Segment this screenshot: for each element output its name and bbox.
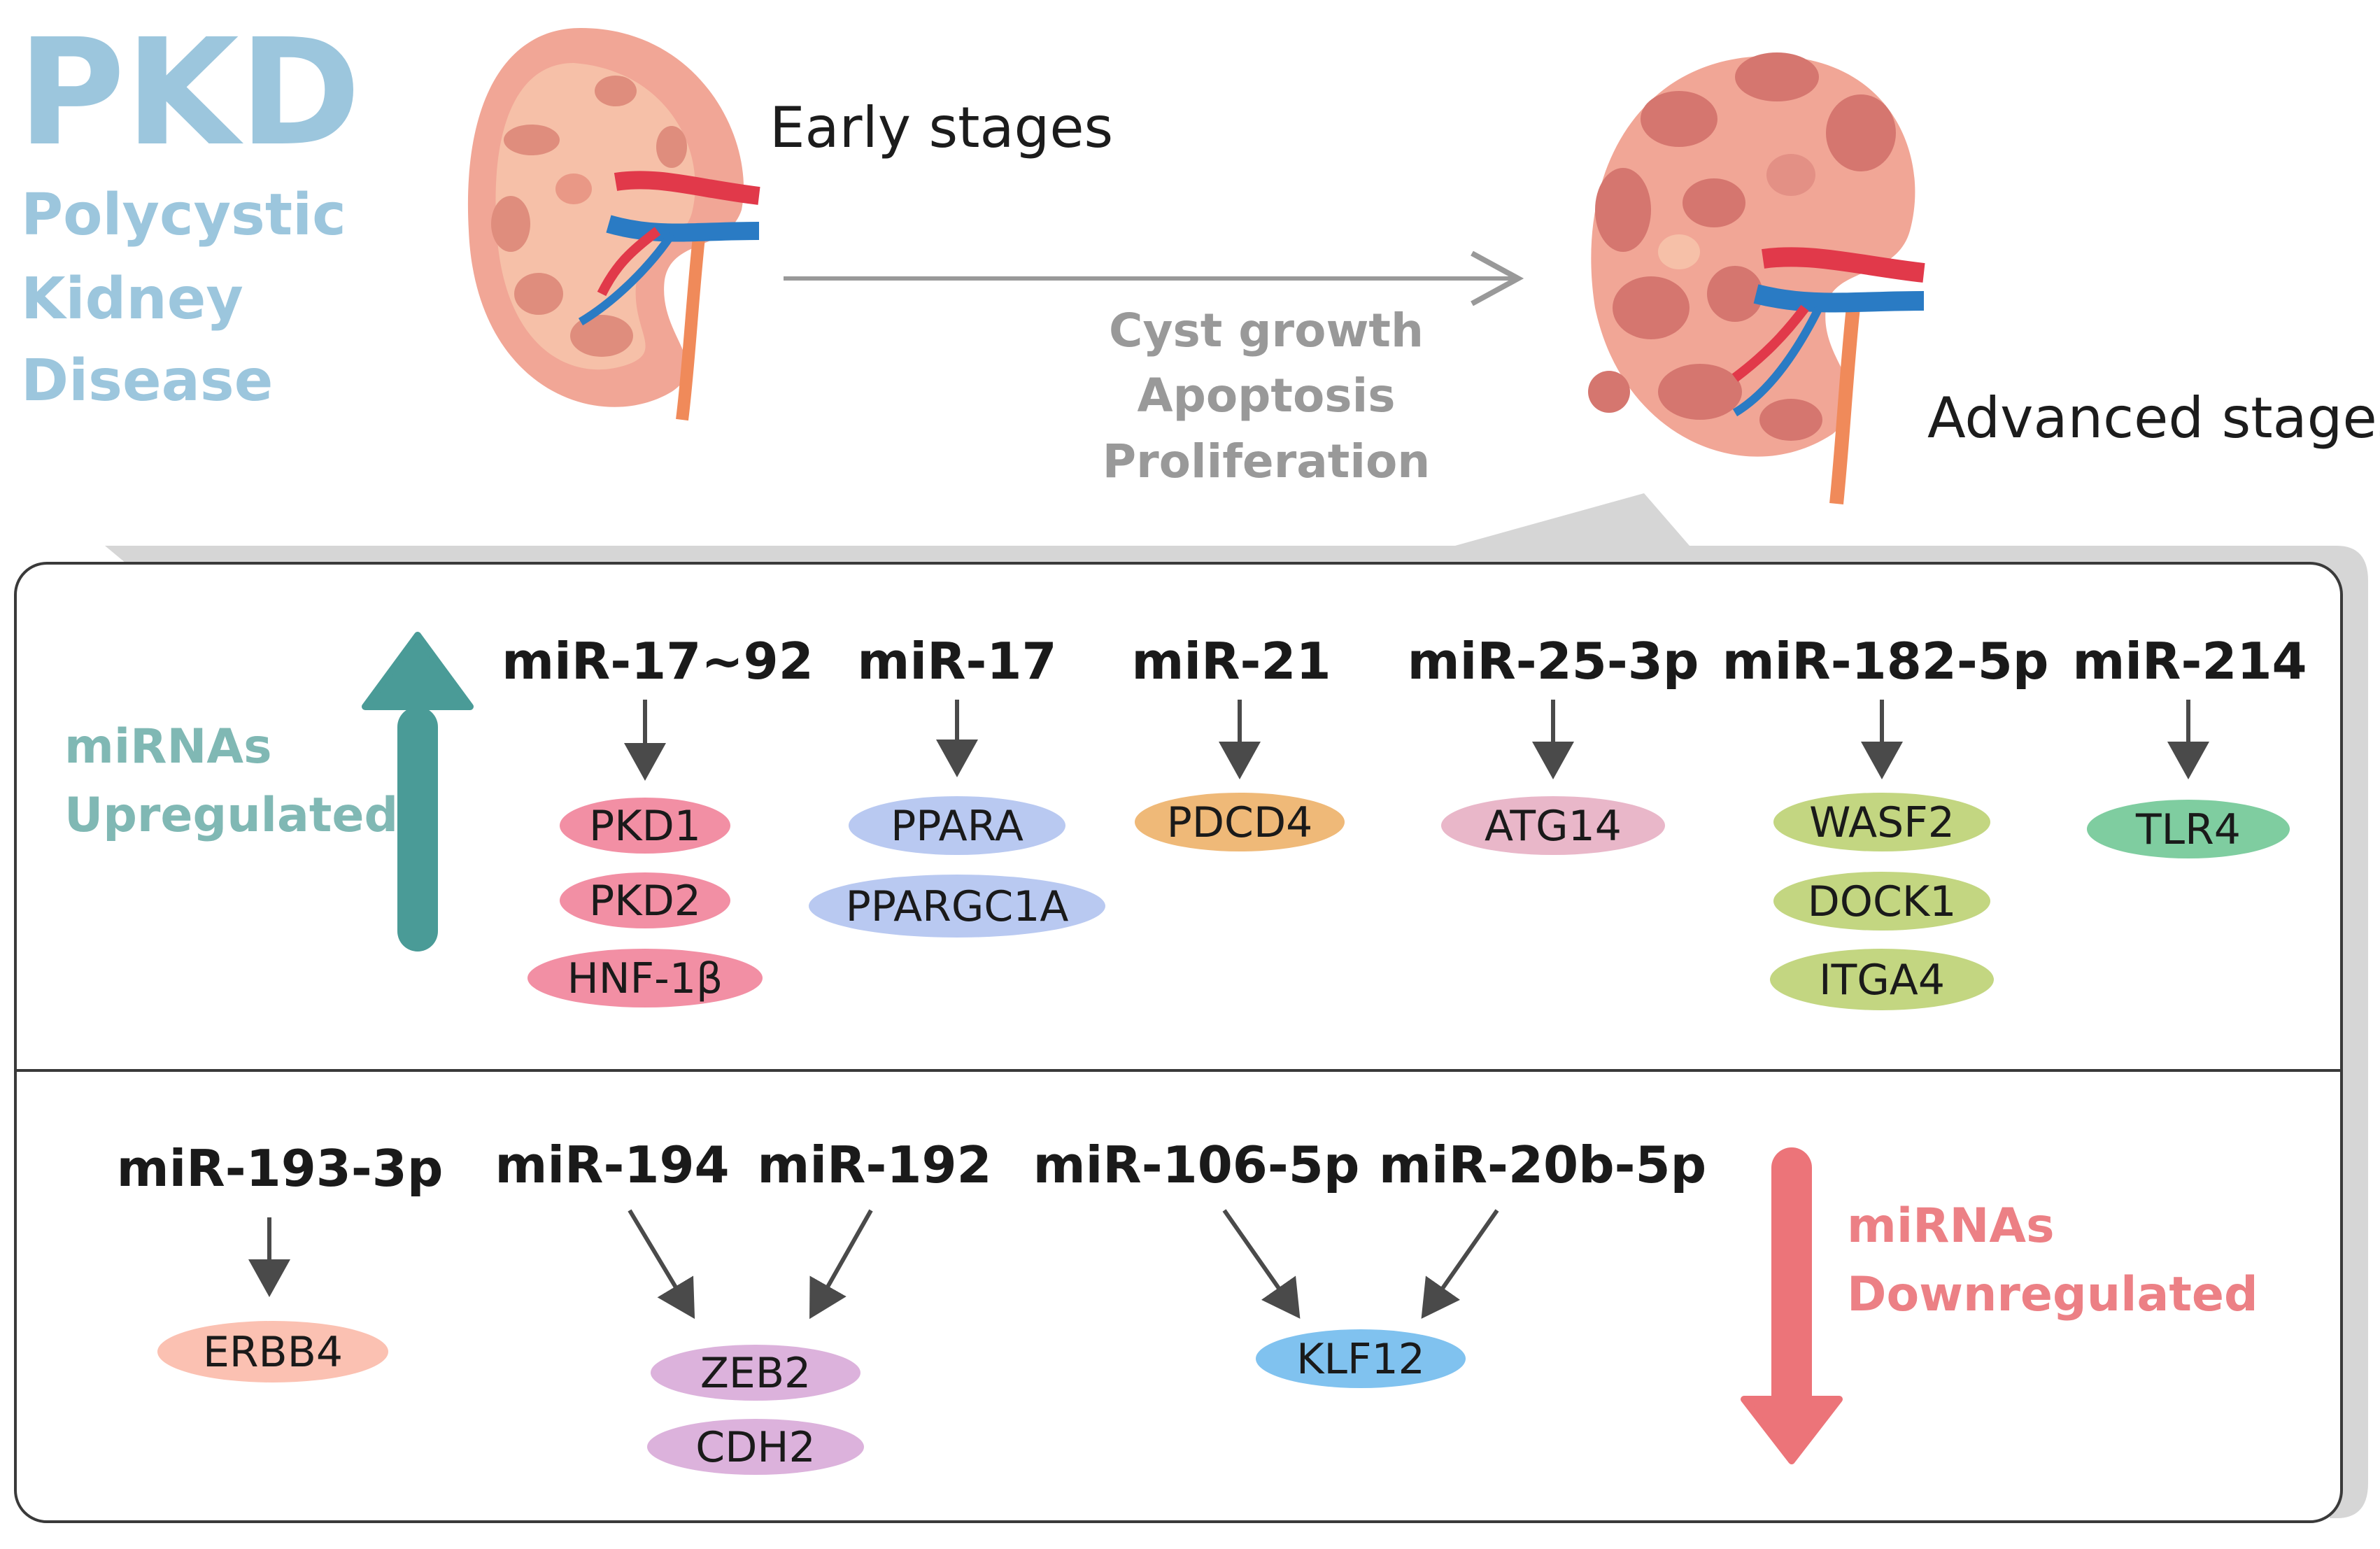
- up-label-line2: Upregulated: [64, 788, 398, 843]
- gene-label: CDH2: [695, 1423, 815, 1472]
- mirna-label: miR-21: [1131, 632, 1331, 691]
- gene-label: KLF12: [1296, 1335, 1425, 1384]
- mirna-label: miR-17: [857, 632, 1056, 691]
- gene-pill: [1256, 1329, 1466, 1388]
- gene-label: PPARA: [891, 802, 1023, 851]
- advanced-kidney-image: [1588, 52, 1925, 504]
- mirna-label: miR-192: [757, 1136, 991, 1194]
- gene-label: PPARGC1A: [846, 882, 1069, 931]
- process-cyst-growth: Cyst growth: [1109, 304, 1424, 358]
- mirna-label: miR-25-3p: [1408, 632, 1699, 691]
- mirna-label: miR-194: [495, 1136, 729, 1194]
- mirna-label: miR-182-5p: [1722, 632, 2049, 691]
- process-apoptosis: Apoptosis: [1138, 369, 1396, 423]
- gene-pill: [157, 1321, 388, 1382]
- regulation-arrow: [628, 1209, 695, 1320]
- gene-pill: [560, 798, 730, 854]
- down-label-line1: miRNAs: [1847, 1198, 2055, 1254]
- gene-pill: [809, 875, 1105, 938]
- early-stages-label: Early stages: [770, 95, 1113, 160]
- up-label-line1: miRNAs: [64, 719, 272, 774]
- down-label-line2: Downregulated: [1847, 1267, 2258, 1322]
- gene-pill: [560, 872, 730, 928]
- gene-pill: [2087, 800, 2290, 858]
- regulation-arrow: [1222, 1209, 1301, 1319]
- gene-pill: [1770, 949, 1994, 1010]
- mirna-label: miR-17~92: [502, 632, 814, 691]
- gene-label: ITGA4: [1819, 956, 1945, 1005]
- early-kidney-image: [467, 28, 760, 421]
- title-pkd: PKD: [17, 7, 361, 178]
- gene-label: PKD1: [589, 802, 701, 851]
- mirna-label: miR-20b-5p: [1379, 1136, 1706, 1194]
- gene-label: ERBB4: [203, 1328, 343, 1377]
- advanced-stages-label: Advanced stages: [1927, 386, 2380, 451]
- subtitle-line3: Disease: [21, 348, 273, 414]
- subtitle-line1: Polycystic: [21, 182, 346, 248]
- mirna-label: miR-106-5p: [1033, 1136, 1360, 1194]
- gene-label: PKD2: [589, 877, 701, 926]
- gene-label: TLR4: [2135, 805, 2241, 854]
- gene-pill: [1441, 796, 1665, 855]
- gene-pill: [647, 1419, 864, 1475]
- gene-label: HNF-1β: [567, 954, 723, 1003]
- regulation-arrow: [1421, 1209, 1499, 1319]
- process-proliferation: Proliferation: [1103, 434, 1431, 488]
- mirna-label: miR-214: [2072, 632, 2307, 691]
- gene-label: PDCD4: [1167, 798, 1313, 847]
- gene-pill: [1773, 872, 1990, 931]
- gene-pill: [651, 1345, 860, 1401]
- gene-pill: [1135, 793, 1345, 851]
- gene-label: ATG14: [1485, 802, 1622, 851]
- regulation-arrow: [809, 1209, 873, 1320]
- gene-pill: [1773, 793, 1990, 851]
- gene-label: WASF2: [1809, 798, 1955, 847]
- gene-pill: [527, 949, 763, 1007]
- subtitle-line2: Kidney: [21, 266, 243, 332]
- gene-label: DOCK1: [1808, 877, 1957, 926]
- up-arrow: [362, 632, 474, 952]
- mirna-label: miR-193-3p: [117, 1139, 444, 1198]
- down-arrow: [1741, 1147, 1843, 1464]
- gene-label: ZEB2: [700, 1349, 811, 1398]
- gene-pill: [849, 796, 1065, 855]
